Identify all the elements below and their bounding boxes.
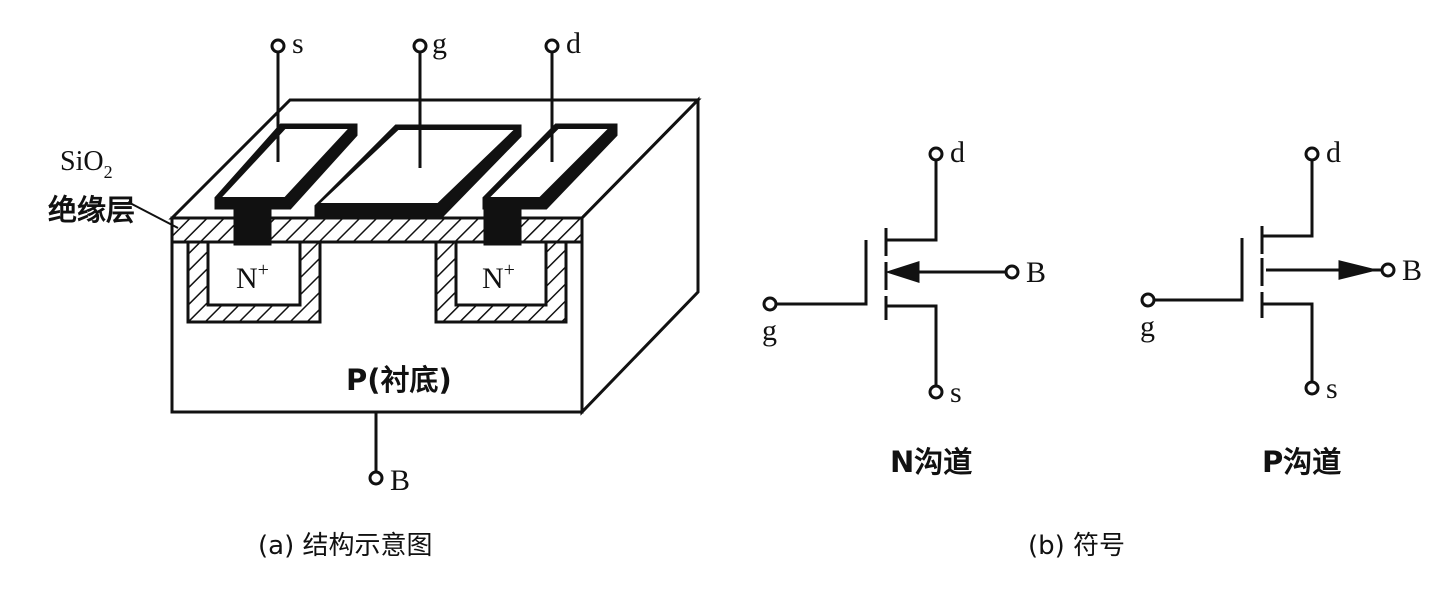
n-label-s: s <box>950 376 962 409</box>
caption-a: (a) 结构示意图 <box>258 531 433 561</box>
source-terminal-circle <box>270 38 286 54</box>
p-drain-line <box>1262 160 1314 238</box>
n-gate-line <box>776 240 868 306</box>
sio2-label: SiO2 <box>60 146 113 182</box>
drain-contact-via <box>483 204 522 246</box>
n-label-d: d <box>950 136 965 169</box>
substrate-label: P(衬底) <box>346 363 452 397</box>
sio2-leader-line <box>127 201 179 229</box>
insulator-label: 绝缘层 <box>48 193 135 227</box>
n-plus-left-label: N+ <box>236 259 269 295</box>
p-channel-label: P沟道 <box>1262 445 1341 479</box>
p-channel-symbol <box>1140 146 1396 396</box>
n-bulk-arrow-icon <box>885 260 920 284</box>
p-source-line <box>1262 302 1314 382</box>
n-plus-right-label: N+ <box>482 259 515 295</box>
gate-terminal-circle <box>412 38 428 54</box>
p-bulk-terminal-circle <box>1380 262 1396 278</box>
n-label-b: B <box>1026 256 1046 289</box>
n-channel-symbol <box>762 146 1020 400</box>
n-source-line <box>886 304 938 386</box>
n-drain-line <box>886 160 938 242</box>
p-source-terminal-circle <box>1304 380 1320 396</box>
p-drain-terminal-circle <box>1304 146 1320 162</box>
label-d: d <box>566 27 581 60</box>
n-gate-terminal-circle <box>762 296 778 312</box>
caption-b: (b) 符号 <box>1028 531 1125 561</box>
label-g: g <box>432 27 447 60</box>
p-gate-terminal-circle <box>1140 292 1156 308</box>
p-label-d: d <box>1326 136 1341 169</box>
n-drain-terminal-circle <box>928 146 944 162</box>
n-bulk-terminal-circle <box>1004 264 1020 280</box>
p-label-s: s <box>1326 372 1338 405</box>
n-source-terminal-circle <box>928 384 944 400</box>
label-s: s <box>292 27 304 60</box>
structure-diagram <box>127 38 702 486</box>
drain-terminal-circle <box>544 38 560 54</box>
bulk-terminal-circle <box>368 470 384 486</box>
p-label-b: B <box>1402 254 1422 287</box>
n-label-g: g <box>762 314 777 347</box>
p-bulk-arrow-icon <box>1338 260 1373 280</box>
label-b: B <box>390 464 410 497</box>
n-channel-label: N沟道 <box>890 445 972 479</box>
source-contact-via <box>233 204 272 246</box>
p-gate-line <box>1154 238 1244 302</box>
p-label-g: g <box>1140 310 1155 343</box>
